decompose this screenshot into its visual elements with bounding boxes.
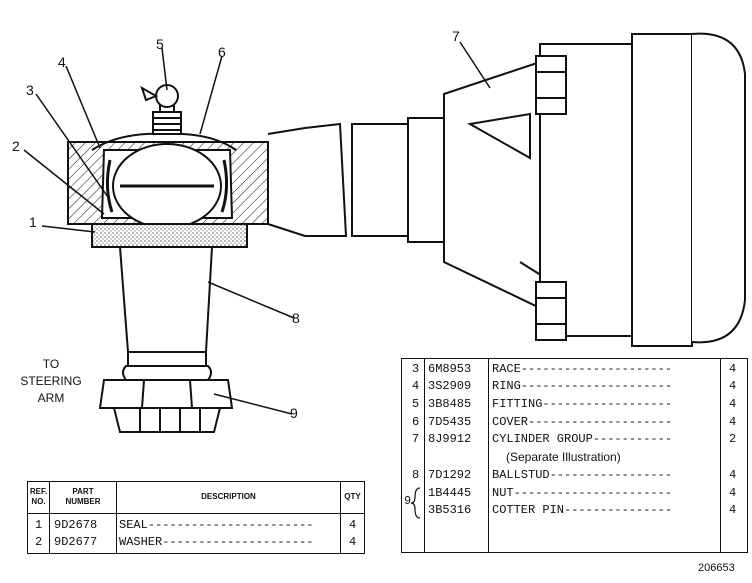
table-row-note: (Separate Illustration) [506, 450, 621, 464]
header-qty: QTY [344, 492, 361, 501]
header-ref: REF.NO. [29, 487, 48, 506]
stud-shank [118, 246, 214, 381]
parts-table-right: 3 6M8953 RACE--------------------- 4 4 3… [401, 358, 748, 553]
callout-9: 9 [290, 405, 298, 421]
figure-number: 206653 [698, 562, 735, 574]
cylinder-group [351, 32, 746, 347]
callout-4: 4 [58, 54, 66, 70]
table-row: 9 1B4445 NUT---------------------- 4 [404, 486, 737, 508]
table-header [28, 482, 364, 514]
table-row: 2 9D2677 WASHER--------------------- 4 [35, 535, 357, 549]
washer-seal [91, 223, 248, 248]
table-row: 3B5316 COTTER PIN--------------- 4 [428, 503, 737, 517]
leader-lines [23, 41, 491, 415]
callout-3: 3 [26, 82, 34, 98]
table-row: 8 7D1292 BALLSTUD----------------- 4 [412, 468, 737, 482]
header-description: DESCRIPTION [201, 492, 256, 501]
table-row: 6 7D5435 COVER-------------------- 4 [412, 415, 737, 429]
callout-7: 7 [452, 28, 460, 44]
table-row: 4 3S2909 RING--------------------- 4 [412, 379, 737, 393]
to-steering-arm-label: TO STEERING ARM [20, 357, 82, 405]
callout-6: 6 [218, 44, 226, 60]
table-row: 5 3B8485 FITTING------------------ 4 [412, 397, 737, 411]
callout-2: 2 [12, 138, 20, 154]
callout-8: 8 [292, 310, 300, 326]
table-row: 3 6M8953 RACE--------------------- 4 [412, 362, 737, 376]
table-row: 7 8J9912 CYLINDER GROUP----------- 2 [412, 432, 737, 446]
callout-5: 5 [156, 36, 164, 52]
table-row: 1 9D2678 SEAL----------------------- 4 [35, 518, 357, 532]
table-brace [410, 487, 421, 519]
callout-1: 1 [29, 214, 37, 230]
castle-nut [98, 379, 234, 433]
fitting [140, 84, 182, 135]
